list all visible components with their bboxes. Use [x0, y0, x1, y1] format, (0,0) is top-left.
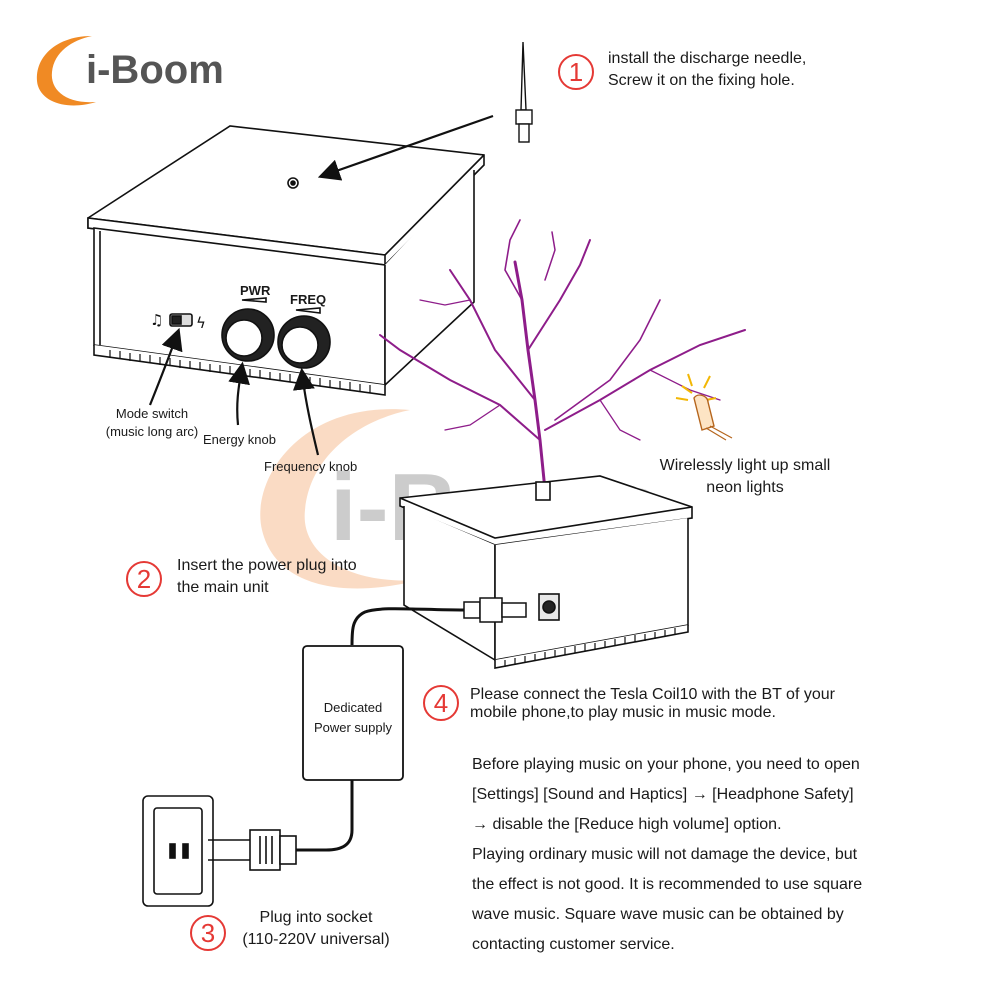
- neon-caption-line-1: Wirelessly light up small: [659, 457, 831, 474]
- step-3-line-1: Plug into socket: [259, 909, 373, 926]
- pwr-label: PWR: [240, 283, 271, 298]
- step-4-number: 4: [423, 685, 459, 721]
- step-1-text: install the discharge needle, Screw it o…: [608, 48, 806, 91]
- tesla-coil-device-front: [87, 125, 485, 396]
- note-line: [Settings] [Sound and Haptics] → [Headph…: [472, 786, 854, 803]
- mode-switch-line-2: (music long arc): [105, 423, 199, 439]
- lightning-arc: [379, 219, 746, 492]
- frequency-knob-icon: [277, 315, 331, 369]
- dc-plug-icon: [463, 597, 527, 623]
- discharge-needle-icon: [515, 41, 533, 143]
- power-cable: [296, 607, 465, 852]
- step-2-number: 2: [126, 561, 162, 597]
- neon-caption: Wirelessly light up small neon lights: [640, 455, 850, 498]
- mode-switch-line-1: Mode switch: [115, 406, 189, 421]
- step-4-line-2: mobile phone,to play music in music mode…: [470, 704, 776, 722]
- callout-arrows: [148, 114, 494, 456]
- note-line: contacting customer service.: [472, 936, 675, 953]
- step-4-line-1: Please connect the Tesla Coil10 with the…: [470, 686, 835, 703]
- note-line: the effect is not good. It is recommende…: [472, 876, 863, 893]
- step-1-number: 1: [558, 54, 594, 90]
- logo-text: i-Boom: [86, 48, 224, 92]
- energy-knob-label: Energy knob: [203, 432, 276, 447]
- step-2-line-1: Insert the power plug into: [177, 557, 357, 574]
- neon-caption-line-2: neon lights: [706, 478, 784, 496]
- wall-socket-icon: [142, 795, 297, 907]
- tesla-coil-device-back: [399, 475, 693, 669]
- power-supply-line-1: Dedicated: [323, 700, 383, 715]
- logo-crescent-icon: [36, 36, 96, 106]
- step-3-text: Plug into socket (110-220V universal): [228, 907, 404, 950]
- power-supply-label: Dedicated Power supply: [303, 698, 403, 737]
- note-line: → disable the [Reduce high volume] optio…: [472, 816, 782, 833]
- music-note-icon: ♫: [150, 311, 163, 329]
- mode-switch-label: Mode switch (music long arc): [92, 405, 212, 440]
- freq-label: FREQ: [290, 292, 327, 307]
- neon-lamp-icon: [675, 373, 733, 441]
- power-supply-line-2: Power supply: [313, 719, 393, 735]
- step-2-text: Insert the power plug into the main unit: [177, 555, 357, 598]
- note-line: Before playing music on your phone, you …: [472, 756, 860, 773]
- power-supply-box: [302, 645, 404, 781]
- step-1-line-1: install the discharge needle,: [608, 50, 807, 67]
- step-2-line-2: the main unit: [177, 578, 269, 596]
- step-4-text: Please connect the Tesla Coil10 with the…: [470, 686, 835, 723]
- lightning-icon: ϟ: [196, 314, 206, 332]
- step-1-line-2: Screw it on the fixing hole.: [608, 71, 795, 89]
- usage-notes: Before playing music on your phone, you …: [472, 750, 862, 960]
- note-line: wave music. Square wave music can be obt…: [472, 906, 844, 923]
- frequency-knob-label: Frequency knob: [264, 459, 358, 474]
- power-knob-icon: [221, 308, 275, 362]
- step-3-number: 3: [190, 915, 226, 951]
- note-line: Playing ordinary music will not damage t…: [472, 846, 858, 863]
- step-3-line-2: (110-220V universal): [242, 930, 390, 948]
